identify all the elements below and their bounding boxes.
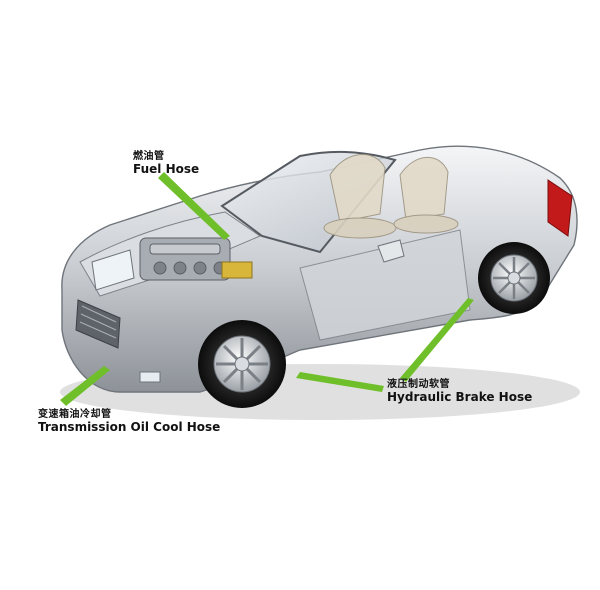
door-panel (299, 229, 471, 341)
hydraulic-brake-hose-label-zh: 液压制动软管 (387, 379, 450, 390)
side-mirror (377, 239, 405, 263)
headlight (91, 249, 135, 291)
fuel-hose-pointer (158, 172, 230, 240)
engine (139, 237, 253, 281)
brake-hose-pointer (296, 372, 384, 392)
fuel-hose-label-en: Fuel Hose (133, 161, 200, 176)
grille-mesh (79, 305, 117, 339)
transmission-oil-cool-hose-label: 变速箱油冷却管 Transmission Oil Cool Hose (38, 409, 220, 434)
hydraulic-brake-hose-label-en: Hydraulic Brake Hose (387, 389, 533, 404)
transmission-oil-cool-hose-label-zh: 变速箱油冷却管 (38, 409, 112, 420)
fog-light (139, 371, 161, 383)
grille (75, 299, 121, 349)
seats (323, 154, 459, 239)
transmission-hose-pointer (60, 366, 110, 406)
front-wheel (198, 320, 286, 408)
rear-wheel (478, 242, 550, 314)
brake-hose-pointer-2 (400, 298, 474, 382)
tail-light (547, 179, 573, 237)
hydraulic-brake-hose-label: 液压制动软管 Hydraulic Brake Hose (387, 379, 532, 404)
fuel-hose-label: 燃油管 Fuel Hose (133, 151, 199, 176)
transmission-oil-cool-hose-label-en: Transmission Oil Cool Hose (38, 419, 221, 434)
fuel-hose-label-zh: 燃油管 (133, 151, 165, 162)
